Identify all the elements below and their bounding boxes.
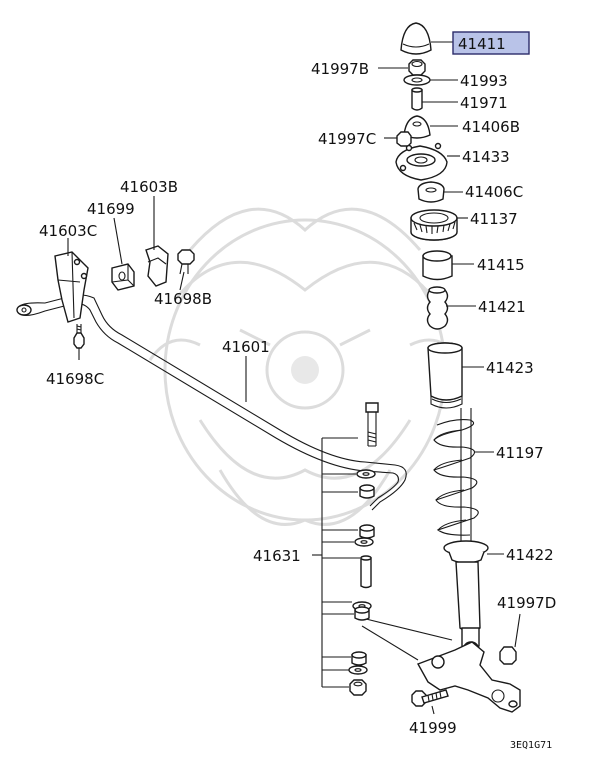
label-41698C[interactable]: 41698C xyxy=(46,370,104,388)
part-41415-stopper-cup[interactable] xyxy=(422,250,453,281)
label-41971[interactable]: 41971 xyxy=(460,94,508,112)
part-labels: 41411 41997B 41993 41971 41406B 41997C 4… xyxy=(39,31,556,751)
part-41433-strut-mount[interactable] xyxy=(395,142,448,181)
lower-arm xyxy=(361,617,521,713)
label-41603C[interactable]: 41603C xyxy=(39,222,97,240)
label-41415[interactable]: 41415 xyxy=(477,256,525,274)
part-41137-bearing[interactable] xyxy=(410,209,458,241)
label-41997D[interactable]: 41997D xyxy=(497,594,556,612)
leader-lines xyxy=(67,41,521,715)
label-41137[interactable]: 41137 xyxy=(470,210,518,228)
part-41993-washer[interactable] xyxy=(403,74,431,86)
part-41631-link-assembly[interactable] xyxy=(312,402,379,696)
part-41423-dust-boot[interactable] xyxy=(427,342,463,409)
part-41698B-bolt[interactable] xyxy=(177,249,195,275)
label-41422[interactable]: 41422 xyxy=(506,546,554,564)
label-41997B[interactable]: 41997B xyxy=(311,60,369,78)
label-41631[interactable]: 41631 xyxy=(253,547,301,565)
part-41421-bump-rubber[interactable] xyxy=(426,286,449,330)
label-41601[interactable]: 41601 xyxy=(222,338,270,356)
part-41197-coil-spring[interactable] xyxy=(433,419,479,536)
part-41406C-bushing[interactable] xyxy=(417,181,445,203)
part-41603C-bracket[interactable] xyxy=(54,251,89,323)
part-41971-sleeve[interactable] xyxy=(411,87,423,111)
label-41993[interactable]: 41993 xyxy=(460,72,508,90)
label-41411[interactable]: 41411 xyxy=(458,35,506,53)
part-41411-bump-cap[interactable] xyxy=(400,22,432,55)
part-41997C-nut[interactable] xyxy=(396,131,412,147)
label-41433[interactable]: 41433 xyxy=(462,148,510,166)
part-41422-spring-seat[interactable] xyxy=(443,540,489,564)
shock-absorber-body[interactable] xyxy=(443,408,489,659)
label-41603B[interactable]: 41603B xyxy=(120,178,178,196)
label-41421[interactable]: 41421 xyxy=(478,298,526,316)
label-41997C[interactable]: 41997C xyxy=(318,130,376,148)
part-41603B-clamp[interactable] xyxy=(145,245,169,287)
figure-code: 3EQ1G71 xyxy=(510,740,552,751)
label-41999[interactable]: 41999 xyxy=(409,719,457,737)
label-41406B[interactable]: 41406B xyxy=(462,118,520,136)
part-41699-bushing[interactable] xyxy=(111,263,135,291)
highlight-box-41411 xyxy=(452,31,530,55)
label-41423[interactable]: 41423 xyxy=(486,359,534,377)
label-41197[interactable]: 41197 xyxy=(496,444,544,462)
label-41406C[interactable]: 41406C xyxy=(465,183,523,201)
part-41997D-nut[interactable] xyxy=(499,646,517,665)
label-41699[interactable]: 41699 xyxy=(87,200,135,218)
part-41698C-bolt[interactable] xyxy=(73,324,85,349)
label-41698B[interactable]: 41698B xyxy=(154,290,212,308)
part-41406B-bushing[interactable] xyxy=(403,115,431,139)
part-41999-bolt[interactable] xyxy=(411,689,449,707)
watermark-emblem xyxy=(148,207,462,526)
part-41997B-nut[interactable] xyxy=(408,59,426,76)
